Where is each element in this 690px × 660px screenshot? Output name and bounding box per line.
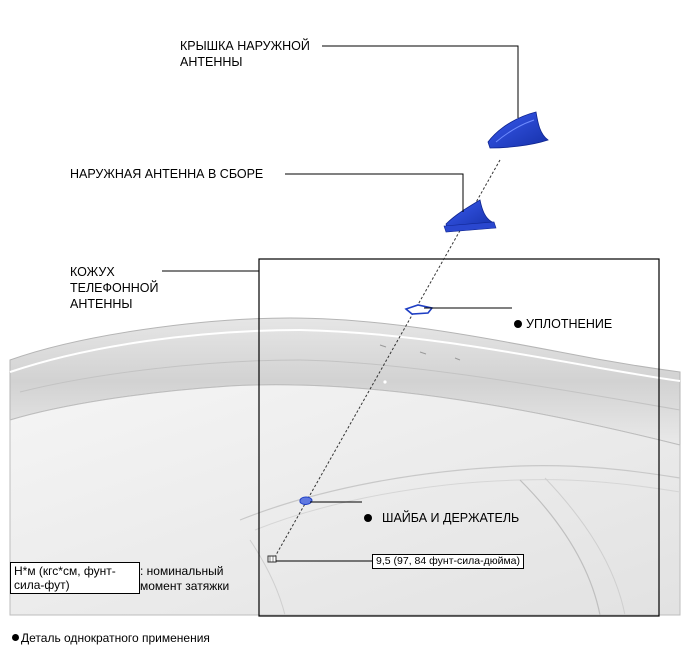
label-washer-row: ШАЙБА И ДЕРЖАТЕЛЬ <box>364 494 519 526</box>
non-reusable-bullet-icon <box>12 634 19 642</box>
torque-spec-box: 9,5 (97, 84 фунт-сила-дюйма) <box>372 554 524 569</box>
non-reusable-bullet-icon <box>514 319 522 328</box>
detail-frame <box>258 258 660 617</box>
torque-unit-description: : номинальный момент затяжки <box>140 564 230 593</box>
non-reusable-bullet-icon <box>364 513 372 522</box>
antenna-assembly-part <box>443 199 497 233</box>
leader-cover <box>322 45 519 118</box>
label-antenna-assembly: НАРУЖНАЯ АНТЕННА В СБОРЕ <box>70 167 264 181</box>
label-seal-row: УПЛОТНЕНИЕ <box>514 300 612 332</box>
label-washer-holder: ШАЙБА И ДЕРЖАТЕЛЬ <box>382 511 520 525</box>
label-phone-antenna-housing: КОЖУХ ТЕЛЕФОННОЙ АНТЕННЫ <box>70 265 159 311</box>
antenna-cover-part <box>487 111 549 149</box>
seal-part <box>404 304 434 315</box>
legend-non-reusable-row: Деталь однократного применения <box>12 614 210 646</box>
torque-unit-legend-box: Н*м (кгс*см, фунт- сила-фут) <box>10 562 140 594</box>
legend-non-reusable-text: Деталь однократного применения <box>21 631 210 645</box>
washer-holder-part <box>299 496 313 505</box>
bolt-part <box>267 555 277 563</box>
label-antenna-cover: КРЫШКА НАРУЖНОЙ АНТЕННЫ <box>180 39 310 69</box>
label-seal: УПЛОТНЕНИЕ <box>526 317 613 331</box>
leader-antenna-assembly <box>285 173 464 212</box>
